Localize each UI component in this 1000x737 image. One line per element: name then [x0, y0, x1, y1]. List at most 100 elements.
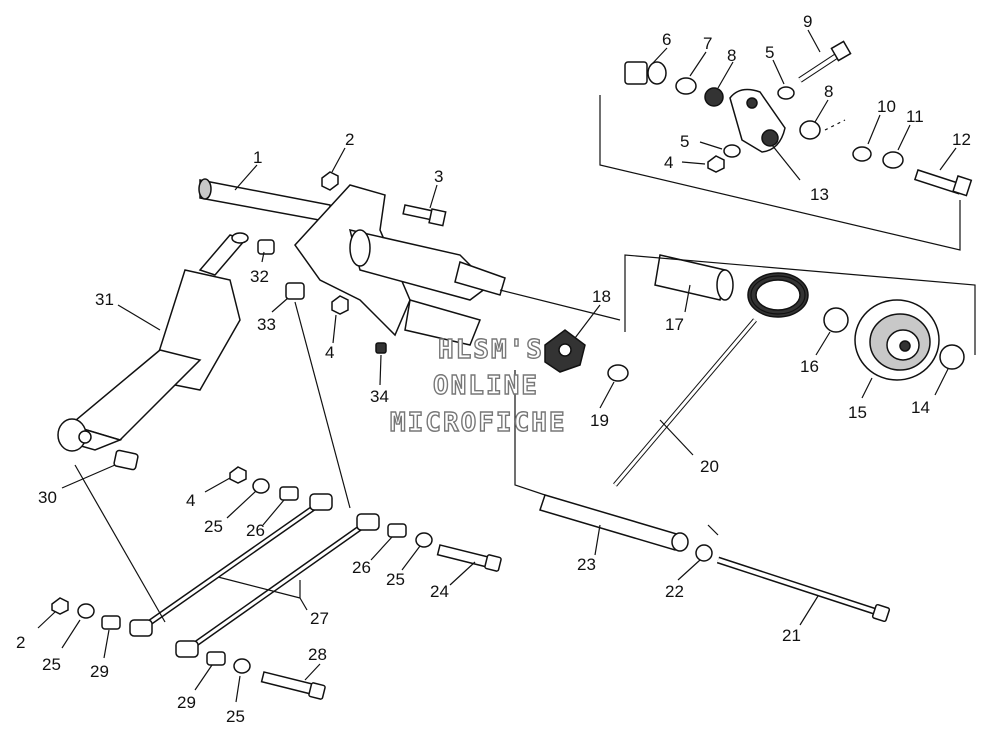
part-23-spacer-tube: [539, 494, 689, 552]
callout-7: 7: [703, 34, 712, 53]
callout-6: 6: [662, 30, 671, 49]
lower-axle-leader: [514, 370, 546, 496]
part-14-bushing: [939, 344, 965, 370]
spring-group-outline: [624, 254, 976, 355]
callout-34: 34: [370, 387, 389, 406]
watermark-line-1: HLSM'S: [438, 335, 544, 365]
part-34-set-screw: [375, 342, 387, 354]
part-2-nut-bottom: [51, 597, 69, 615]
part-16-washer: [823, 307, 849, 333]
callout-25-a: 25: [204, 517, 223, 536]
part-29-bushing-a: [101, 615, 121, 630]
part-11-washer: [882, 151, 904, 169]
part-4-nut-upper: [707, 155, 725, 173]
part-7-washer: [675, 77, 697, 95]
callout-11: 11: [906, 107, 924, 126]
callout-25-d: 25: [226, 707, 245, 726]
callout-25-b: 25: [386, 570, 405, 589]
callout-4-mid: 4: [325, 343, 334, 362]
part-10-washer: [852, 146, 872, 162]
callout-4-lower: 4: [186, 491, 195, 510]
part-5-washer-upper: [777, 86, 795, 100]
callout-15: 15: [848, 403, 867, 422]
callout-25-c: 25: [42, 655, 61, 674]
callout-31: 31: [95, 290, 114, 309]
part-12-bolt: [913, 169, 973, 197]
part-18-adjuster: [544, 329, 586, 373]
part-28-bolt: [260, 671, 326, 700]
callout-13: 13: [810, 185, 829, 204]
part-22-washer: [695, 544, 713, 562]
callout-14: 14: [911, 398, 930, 417]
callout-28: 28: [308, 645, 327, 664]
part-2-nut-top: [321, 171, 339, 191]
callout-17: 17: [665, 315, 684, 334]
callout-27: 27: [310, 609, 329, 628]
callout-21: 21: [782, 626, 801, 645]
part-21-axle-bolt: [716, 556, 891, 623]
part-1-shaft: [198, 178, 331, 223]
callout-5-upper: 5: [765, 43, 774, 62]
callout-22: 22: [665, 582, 684, 601]
part-25-washer-a: [252, 478, 270, 494]
callout-12: 12: [952, 130, 971, 149]
arm-frame: [294, 184, 621, 346]
part-29-bushing-b: [206, 651, 226, 666]
part-30-bushing: [113, 449, 139, 471]
callout-26-b: 26: [352, 558, 371, 577]
callout-2-top: 2: [345, 130, 354, 149]
watermark-line-2: ONLINE: [433, 371, 539, 401]
part-4-nut-mid: [331, 295, 349, 315]
part-9-bolt: [798, 40, 852, 83]
callout-labels: 1 2 3 4 5 6 7 8 9 5 8 10 11 12 13 4 32 3…: [16, 12, 971, 726]
callout-26-a: 26: [246, 521, 265, 540]
leader-lines: [37, 29, 957, 703]
part-25-washer-b: [415, 532, 433, 548]
part-24-bolt: [436, 544, 502, 572]
bracket-group-outline: [599, 95, 961, 251]
callout-24: 24: [430, 582, 449, 601]
callout-19: 19: [590, 411, 609, 430]
callout-32: 32: [250, 267, 269, 286]
callout-23: 23: [577, 555, 596, 574]
part-17-spacer-tube: [654, 254, 734, 301]
part-26-bushing-a: [279, 486, 299, 501]
part-5-washer-lower: [723, 144, 741, 158]
callout-8-left: 8: [727, 46, 736, 65]
part-13-bracket: [729, 88, 786, 153]
callout-33: 33: [257, 315, 276, 334]
part-3-bolt: [402, 204, 447, 227]
part-25-washer-c: [77, 603, 95, 619]
callout-4-bracket: 4: [664, 153, 673, 172]
part-33-bushing: [285, 282, 305, 300]
part-22-marker: [707, 524, 719, 536]
part-8-bushing-left: [704, 87, 724, 107]
watermark-line-3: MICROFICHE: [390, 408, 567, 438]
callout-10: 10: [877, 97, 896, 116]
callout-1: 1: [253, 148, 262, 167]
callout-29-a: 29: [90, 662, 109, 681]
part-26-bushing-b: [387, 523, 407, 538]
part-25-washer-d: [233, 658, 251, 674]
callout-8-right: 8: [824, 82, 833, 101]
part-4-nut-lower: [229, 466, 247, 484]
part-6-bushing: [624, 61, 667, 85]
part-32-bushing: [257, 239, 275, 255]
callout-5-lower: 5: [680, 132, 689, 151]
part-27-tie-rods: [129, 493, 380, 658]
watermark: HLSM'S ONLINE MICROFICHE: [389, 334, 567, 438]
part-8-bushing-right: [799, 120, 821, 140]
part-15-idler-wheel: [854, 299, 940, 381]
callout-3: 3: [434, 167, 443, 186]
part-19-washer: [607, 364, 629, 382]
callout-9: 9: [803, 12, 812, 31]
callout-29-b: 29: [177, 693, 196, 712]
part-31-shock-absorber: [57, 232, 249, 452]
callout-18: 18: [592, 287, 611, 306]
callout-16: 16: [800, 357, 819, 376]
callout-20: 20: [700, 457, 719, 476]
callout-2-bottom: 2: [16, 633, 25, 652]
part-20-torsion-spring: [613, 272, 809, 487]
